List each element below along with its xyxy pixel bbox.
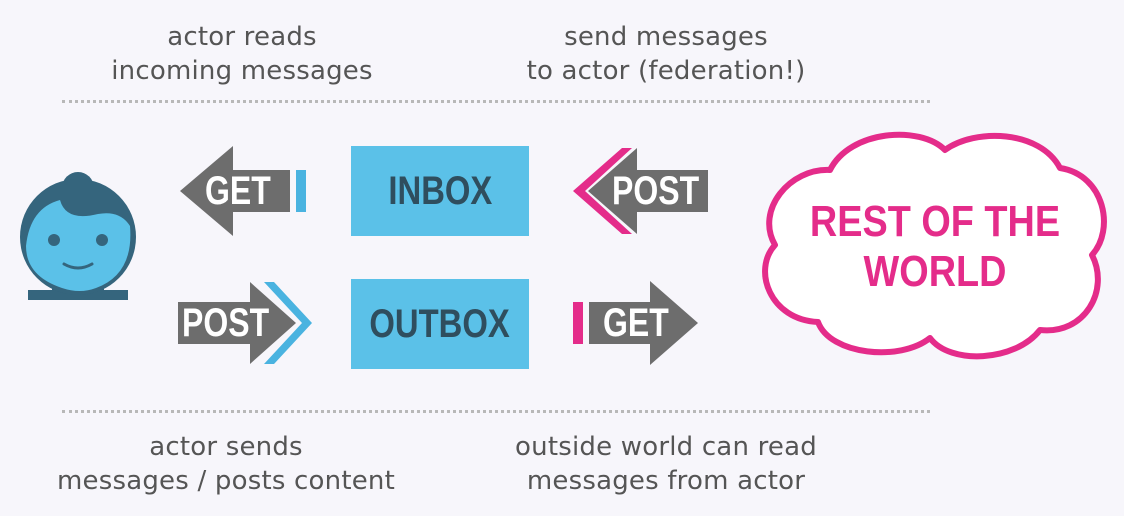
inbox-label: INBOX: [388, 168, 492, 213]
outbox-post-arrow: [178, 282, 312, 364]
outbox-box: OUTBOX: [351, 279, 529, 369]
inbox-post-label: POST: [612, 169, 700, 213]
outbox-get-label: GET: [603, 301, 669, 345]
caption-line: send messages: [564, 22, 768, 52]
inbox-get-arrow: [180, 146, 306, 236]
outbox-label: OUTBOX: [369, 301, 511, 346]
inbox-box: INBOX: [351, 146, 529, 236]
caption-line: actor reads: [167, 22, 317, 52]
cloud-label: REST OF THE WORLD: [802, 197, 1069, 297]
caption-line: to actor (federation!): [526, 56, 806, 86]
cloud-label-line: WORLD: [863, 247, 1007, 296]
outbox-post-label: POST: [182, 301, 270, 345]
inbox-get-label: GET: [205, 169, 271, 213]
bottom-divider: [62, 410, 930, 413]
cloud-label-line: REST OF THE: [809, 197, 1061, 246]
caption-line: messages / posts content: [57, 466, 395, 496]
cloud-icon: [762, 131, 1107, 360]
top-divider: [62, 100, 930, 103]
actor-avatar-icon: [20, 172, 136, 300]
caption-actor-sends: actor sends messages / posts content: [36, 430, 416, 498]
caption-outside-world: outside world can read messages from act…: [476, 430, 856, 498]
caption-line: outside world can read: [515, 432, 817, 462]
caption-send-messages: send messages to actor (federation!): [476, 20, 856, 88]
caption-actor-reads: actor reads incoming messages: [52, 20, 432, 88]
inbox-post-arrow: [573, 148, 708, 234]
caption-line: actor sends: [149, 432, 303, 462]
outbox-get-arrow: [573, 281, 698, 365]
caption-line: messages from actor: [526, 466, 806, 496]
caption-line: incoming messages: [111, 56, 373, 86]
